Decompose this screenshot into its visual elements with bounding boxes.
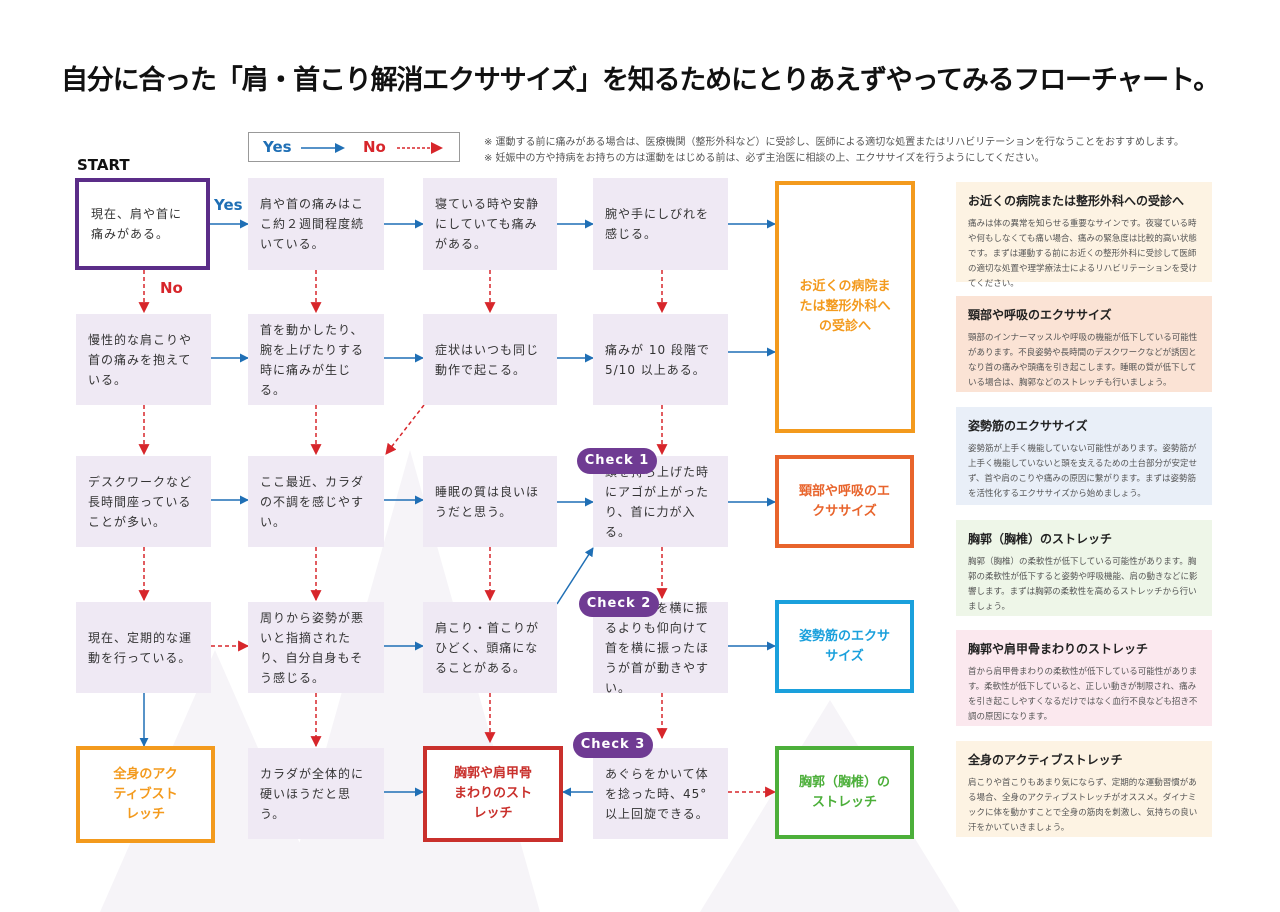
question-text: あぐらをかいて体を捻った時、45° 以上回旋できる。 — [605, 766, 709, 821]
info-box-title: 頸部や呼吸のエクササイズ — [968, 308, 1112, 322]
result-text: 全身のアクティブストレッチ — [113, 766, 178, 822]
info-box-text: 胸郭（胸椎）の柔軟性が低下している可能性があります。胸郭の柔軟性が低下すると姿勢… — [968, 557, 1198, 612]
question-box: あぐらをかいて体を捻った時、45° 以上回旋できる。 — [593, 748, 728, 839]
question-box: 症状はいつも同じ動作で起こる。 — [423, 314, 557, 405]
question-text: デスクワークなど長時間座っていることが多い。 — [88, 474, 193, 529]
question-box: 首を動かしたり、腕を上げたりする時に痛みが生じる。 — [248, 314, 384, 405]
start-no-label: No — [160, 279, 183, 297]
info-box-text: 首から肩甲骨まわりの柔軟性が低下している可能性があります。柔軟性が低下していると… — [968, 667, 1198, 722]
info-box-text: 痛みは体の異常を知らせる重要なサインです。夜寝ている時や何もしなくても痛い場合、… — [968, 219, 1198, 289]
question-box: ここ最近、カラダの不調を感じやすい。 — [248, 456, 384, 547]
info-box-title: 胸郭や肩甲骨まわりのストレッチ — [968, 642, 1149, 656]
result-text: 頸部や呼吸のエクササイズ — [798, 483, 890, 519]
result-active-stretch: 全身のアクティブストレッチ — [76, 746, 215, 843]
note-1: ※ 運動する前に痛みがある場合は、医療機関（整形外科など）に受診し、医師による適… — [484, 137, 1185, 148]
info-box-title: 胸郭（胸椎）のストレッチ — [968, 532, 1113, 546]
info-box-text: 頸部のインナーマッスルや呼吸の機能が低下している可能性があります。不良姿勢や長時… — [968, 333, 1198, 388]
question-text: ここ最近、カラダの不調を感じやすい。 — [260, 474, 365, 529]
page-title: 自分に合った「肩・首こり解消エクササイズ」を知るためにとりあえずやってみるフロー… — [60, 65, 1220, 96]
question-box: 立って首を横に振るよりも仰向けて首を横に振ったほうが首が動きやすい。 — [593, 601, 728, 695]
question-text: 現在、定期的な運動を行っている。 — [88, 630, 193, 665]
question-box: 肩や首の痛みはここ約２週間程度続いている。 — [248, 178, 384, 270]
question-text: 寝ている時や安静にしていても痛みがある。 — [435, 197, 540, 251]
question-start-box: 現在、肩や首に痛みがある。 — [75, 178, 210, 270]
info-box-text: 姿勢筋が上手く機能していない可能性があります。姿勢筋が上手く機能していないと頭を… — [968, 444, 1197, 499]
info-box-neck: 頸部や呼吸のエクササイズ 頸部のインナーマッスルや呼吸の機能が低下している可能性… — [956, 296, 1212, 392]
question-text: 周りから姿勢が悪いと指摘されたり、自分自身もそう感じる。 — [260, 610, 365, 685]
info-box-thoracic: 胸郭（胸椎）のストレッチ 胸郭（胸椎）の柔軟性が低下している可能性があります。胸… — [956, 520, 1212, 616]
question-text: 痛みが 10 段階で 5/10 以上ある。 — [605, 342, 710, 377]
info-box-hospital: お近くの病院または整形外科への受診へ 痛みは体の異常を知らせる重要なサインです。… — [956, 182, 1212, 289]
result-hospital: お近くの病院または整形外科への受診へ — [775, 181, 915, 433]
question-box: 痛みが 10 段階で 5/10 以上ある。 — [593, 314, 728, 405]
result-text: 胸郭（胸椎）のストレッチ — [798, 774, 890, 810]
legend: Yes No — [248, 132, 460, 162]
start-label: START — [77, 156, 130, 174]
question-text: 腕や手にしびれを感じる。 — [605, 207, 710, 241]
question-box: デスクワークなど長時間座っていることが多い。 — [76, 456, 211, 547]
question-text: 肩や首の痛みはここ約２週間程度続いている。 — [260, 197, 365, 251]
question-text: 慢性的な肩こりや首の痛みを抱えている。 — [88, 332, 193, 387]
question-box: 腕や手にしびれを感じる。 — [593, 178, 728, 270]
result-neck-breathing: 頸部や呼吸のエクササイズ — [775, 455, 914, 548]
start-yes-label: Yes — [214, 196, 243, 214]
info-box-title: お近くの病院または整形外科への受診へ — [968, 194, 1185, 208]
check-2-badge: Check 2 — [579, 591, 659, 617]
result-text: 姿勢筋のエクササイズ — [799, 628, 891, 664]
question-text: 現在、肩や首に痛みがある。 — [91, 207, 183, 241]
question-text: 症状はいつも同じ動作で起こる。 — [435, 342, 540, 377]
question-box: 頭を持ち上げた時にアゴが上がったり、首に力が入る。 — [593, 456, 728, 547]
result-text: 胸郭や肩甲骨まわりのストレッチ — [453, 766, 532, 821]
info-box-title: 全身のアクティブストレッチ — [968, 753, 1123, 767]
question-box: カラダが全体的に硬いほうだと思う。 — [248, 748, 384, 839]
check-1-badge: Check 1 — [577, 448, 657, 474]
question-box: 寝ている時や安静にしていても痛みがある。 — [423, 178, 557, 270]
question-box: 現在、定期的な運動を行っている。 — [76, 602, 211, 693]
legend-no-label: No — [363, 138, 386, 156]
legend-yes-label: Yes — [263, 138, 292, 156]
check-3-badge: Check 3 — [573, 732, 653, 758]
info-box-shoulder: 胸郭や肩甲骨まわりのストレッチ 首から肩甲骨まわりの柔軟性が低下している可能性が… — [956, 630, 1212, 726]
result-thoracic: 胸郭（胸椎）のストレッチ — [775, 746, 914, 839]
result-text: お近くの病院または整形外科への受診へ — [799, 279, 891, 334]
info-box-title: 姿勢筋のエクササイズ — [968, 419, 1088, 433]
info-box-text: 肩こりや首こりもあまり気にならず、定期的な運動習慣がある場合、全身のアクティブス… — [968, 778, 1198, 833]
info-box-active: 全身のアクティブストレッチ 肩こりや首こりもあまり気にならず、定期的な運動習慣が… — [956, 741, 1212, 837]
question-text: 肩こり・首こりがひどく、頭痛になることがある。 — [435, 620, 540, 675]
info-box-posture: 姿勢筋のエクササイズ 姿勢筋が上手く機能していない可能性があります。姿勢筋が上手… — [956, 407, 1212, 505]
question-text: カラダが全体的に硬いほうだと思う。 — [260, 766, 365, 821]
result-posture: 姿勢筋のエクササイズ — [775, 600, 914, 693]
question-box: 慢性的な肩こりや首の痛みを抱えている。 — [76, 314, 211, 405]
result-shoulder-blade: 胸郭や肩甲骨まわりのストレッチ — [423, 746, 563, 842]
question-text: 首を動かしたり、腕を上げたりする時に痛みが生じる。 — [260, 322, 365, 397]
question-text: 睡眠の質は良いほうだと思う。 — [435, 484, 540, 519]
legend-arrows — [301, 142, 443, 154]
question-box: 睡眠の質は良いほうだと思う。 — [423, 456, 557, 547]
note-2: ※ 妊娠中の方や持病をお持ちの方は運動をはじめる前は、必ず主治医に相談の上、エク… — [484, 153, 1045, 164]
question-box: 肩こり・首こりがひどく、頭痛になることがある。 — [423, 602, 557, 693]
question-box: 周りから姿勢が悪いと指摘されたり、自分自身もそう感じる。 — [248, 602, 384, 693]
